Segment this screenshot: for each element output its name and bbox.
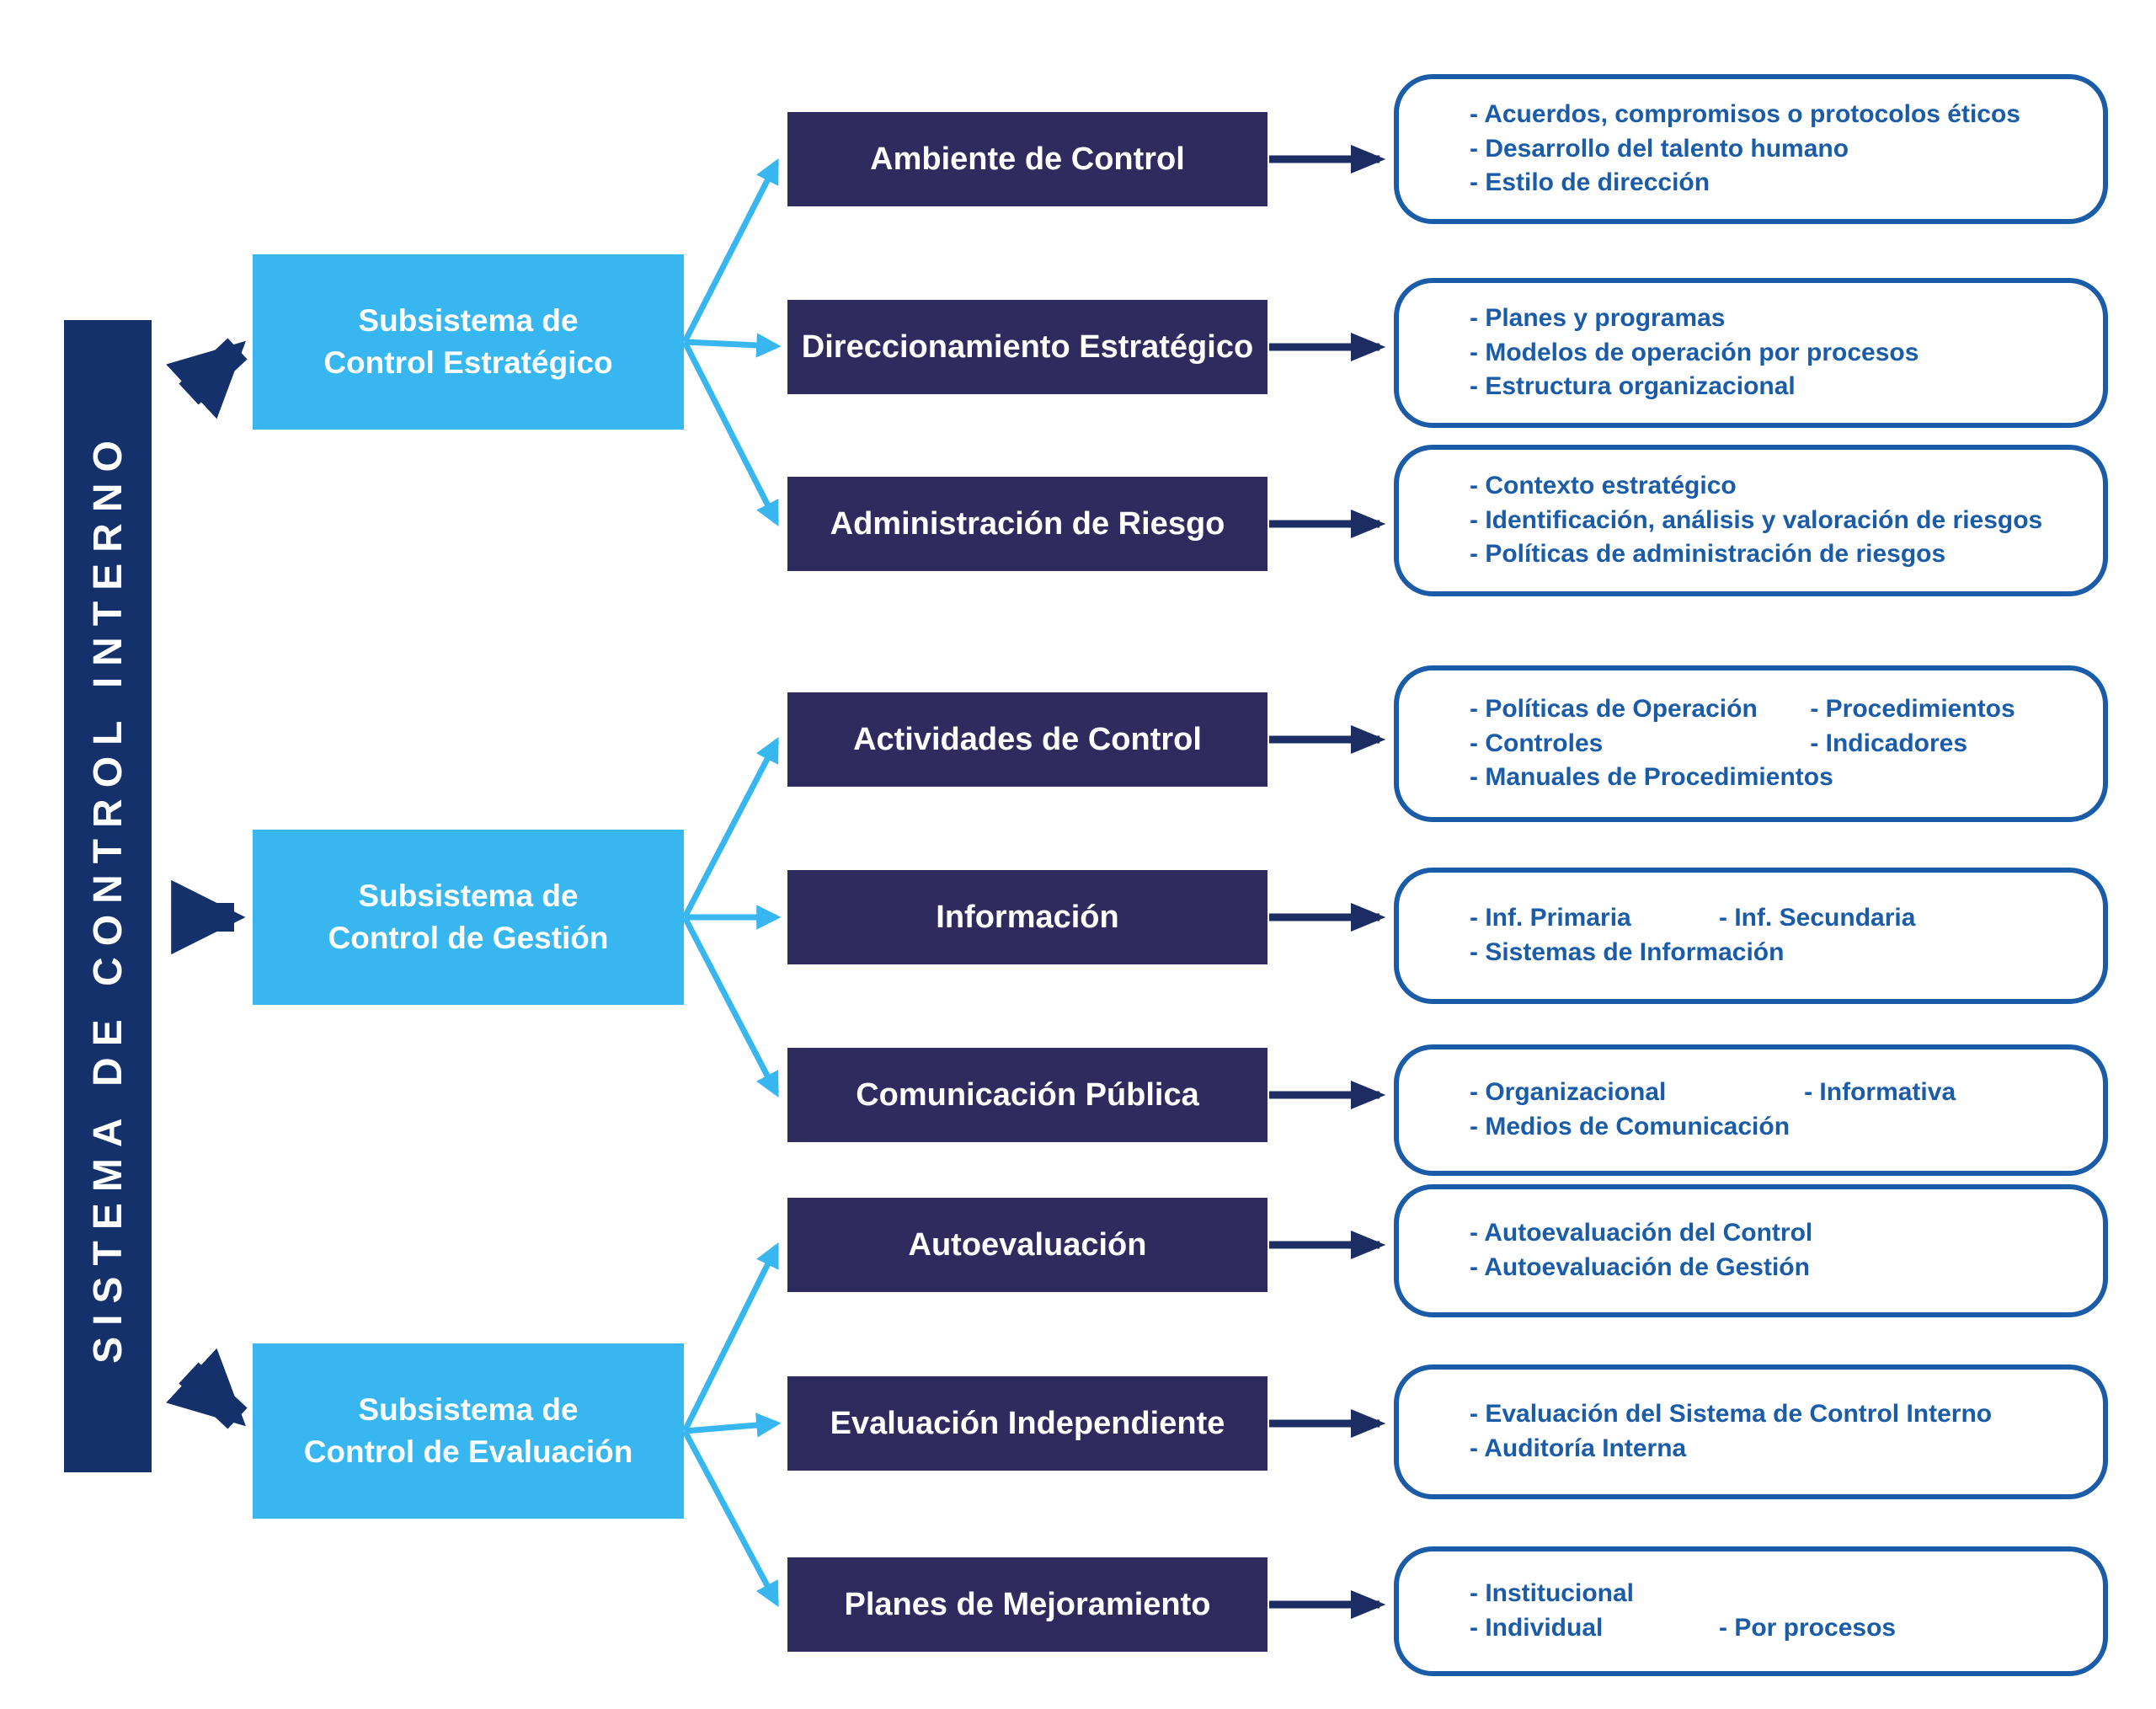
detail-item: - Individual - Por procesos (1470, 1614, 1897, 1642)
detail-box-administracion-de-riesgo: - Contexto estratégico - Identificación,… (1394, 445, 2108, 596)
detail-box-ambiente-de-control: - Acuerdos, compromisos o protocolos éti… (1394, 74, 2108, 224)
detail-box-actividades-de-control: - Políticas de Operación - Procedimiento… (1394, 665, 2108, 822)
detail-item: - Autoevaluación del Control (1470, 1219, 1813, 1247)
detail-item: - Estilo de dirección (1470, 168, 1710, 197)
arrow-subsystem2-to-component3 (681, 916, 780, 1097)
component-label: Comunicación Pública (856, 1076, 1199, 1113)
detail-box-autoevaluacion: - Autoevaluación del Control - Autoevalu… (1394, 1184, 2108, 1317)
detail-box-informacion: - Inf. Primaria - Inf. Secundaria - Sist… (1394, 868, 2108, 1004)
arrow-subsystem1-to-component1 (681, 158, 780, 344)
component-label: Administración de Riesgo (830, 505, 1225, 542)
component-box-comunicacion-publica: Comunicación Pública (787, 1048, 1267, 1142)
component-label: Planes de Mejoramiento (844, 1586, 1211, 1622)
arrow-subsystem1-to-component3 (681, 340, 780, 526)
detail-item: - Estructura organizacional (1470, 372, 1796, 401)
detail-item: - Políticas de administración de riesgos (1470, 540, 1946, 569)
detail-item: - Contexto estratégico (1470, 471, 1737, 499)
component-box-direccionamiento-estrategico: Direccionamiento Estratégico (787, 300, 1267, 394)
subsystem-label-line2: Control de Evaluación (303, 1434, 633, 1469)
arrow-subsystem1-to-component2 (684, 333, 782, 358)
component-box-administracion-de-riesgo: Administración de Riesgo (787, 477, 1267, 571)
detail-box-evaluacion-independiente: - Evaluación del Sistema de Control Inte… (1394, 1365, 2108, 1499)
component-label: Direccionamiento Estratégico (801, 328, 1254, 365)
subsystem-label-line1: Subsistema de (358, 303, 579, 339)
detail-item: - Modelos de operación por procesos (1470, 338, 1919, 366)
detail-item: - Controles - Indicadores (1470, 729, 1968, 757)
detail-box-direccionamiento-estrategico: - Planes y programas - Modelos de operac… (1394, 278, 2108, 428)
component-box-actividades-de-control: Actividades de Control (787, 692, 1267, 787)
detail-item: - Medios de Comunicación (1470, 1113, 1790, 1140)
subsystem-box-control-de-gestion: Subsistema de Control de Gestión (253, 830, 684, 1005)
subsystem-label-line1: Subsistema de (358, 879, 579, 914)
component-label: Evaluación Independiente (830, 1405, 1225, 1441)
arrow-subsystem3-to-component1 (681, 1242, 780, 1433)
subsystem-box-control-de-evaluacion: Subsistema de Control de Evaluación (253, 1343, 684, 1519)
detail-item: - Planes y programas (1470, 303, 1726, 332)
component-box-informacion: Información (787, 870, 1267, 964)
arrow-bar-to-subsystem-3 (166, 1348, 248, 1429)
subsystem-label-line2: Control de Gestión (328, 921, 609, 955)
component-box-autoevaluacion: Autoevaluación (787, 1198, 1267, 1292)
subsystem-label-line2: Control Estratégico (323, 345, 613, 380)
detail-item: - Manuales de Procedimientos (1470, 763, 1833, 792)
detail-item: - Sistemas de Información (1470, 938, 1785, 966)
component-label: Ambiente de Control (870, 141, 1185, 177)
component-label: Actividades de Control (853, 721, 1202, 757)
detail-box-planes-de-mejoramiento: - Institucional - Individual - Por proce… (1394, 1546, 2108, 1676)
detail-item: - Desarrollo del talento humano (1470, 134, 1849, 163)
component-label: Autoevaluación (908, 1226, 1147, 1263)
component-box-ambiente-de-control: Ambiente de Control (787, 112, 1267, 206)
detail-item: - Autoevaluación de Gestión (1470, 1253, 1810, 1281)
component-label: Información (936, 899, 1119, 935)
arrow-subsystem2-to-component1 (681, 737, 780, 919)
detail-item: - Inf. Primaria - Inf. Secundaria (1470, 904, 1916, 932)
arrow-subsystem3-to-component3 (681, 1429, 780, 1607)
detail-item: - Organizacional - Informativa (1470, 1078, 1956, 1107)
detail-item: - Evaluación del Sistema de Control Inte… (1470, 1400, 1993, 1429)
detail-item: - Identificación, análisis y valoración … (1470, 505, 2043, 534)
detail-item: - Institucional (1470, 1579, 1634, 1608)
detail-item: - Políticas de Operación - Procedimiento… (1470, 694, 2015, 723)
subsystem-label-line1: Subsistema de (358, 1392, 579, 1428)
system-title: SISTEMA DE CONTROL INTERNO (85, 429, 131, 1364)
detail-box-comunicacion-publica: - Organizacional - Informativa - Medios … (1394, 1044, 2108, 1176)
component-box-planes-de-mejoramiento: Planes de Mejoramiento (787, 1557, 1267, 1652)
detail-item: - Auditoría Interna (1470, 1434, 1687, 1462)
subsystem-box-control-estrategico: Subsistema de Control Estratégico (253, 254, 684, 430)
component-box-evaluacion-independiente: Evaluación Independiente (787, 1376, 1267, 1471)
detail-item: - Acuerdos, compromisos o protocolos éti… (1470, 99, 2020, 128)
system-title-bar: SISTEMA DE CONTROL INTERNO (64, 320, 152, 1472)
arrow-bar-to-subsystem-1 (166, 338, 248, 419)
arrow-subsystem3-to-component2 (684, 1413, 782, 1438)
